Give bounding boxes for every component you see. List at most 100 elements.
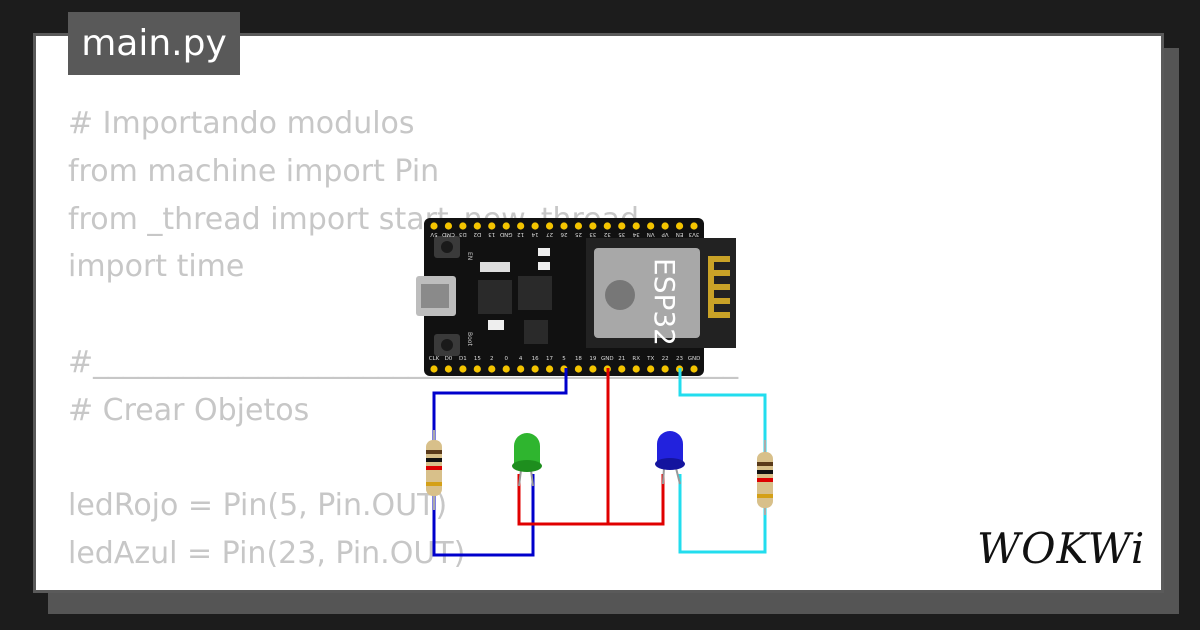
pin-label: RX [632, 356, 640, 362]
pin-label: 13 [488, 231, 495, 237]
en-button-cap [441, 241, 453, 253]
regulator-chip [518, 276, 552, 310]
pin-header-dot[interactable] [430, 222, 438, 230]
pin-label: VN [647, 231, 655, 237]
file-tab[interactable]: main.py [68, 12, 240, 75]
pin-label: 33 [589, 231, 596, 237]
pin-header-dot[interactable] [690, 222, 698, 230]
pin-label: 4 [519, 356, 523, 362]
code-line: from machine import Pin [68, 153, 440, 189]
resistor-band [426, 482, 442, 486]
wire-blue[interactable] [432, 368, 568, 557]
pin-header-dot[interactable] [531, 222, 539, 230]
smd-part [538, 248, 550, 256]
wire-red-blue[interactable] [608, 474, 665, 526]
pin-label: 17 [546, 356, 553, 362]
pin-header-dot[interactable] [661, 222, 669, 230]
pin-header-dot[interactable] [488, 365, 496, 373]
pin-label: 16 [532, 356, 539, 362]
wire-red-green[interactable] [517, 368, 610, 526]
resistor-right[interactable] [757, 440, 773, 515]
pin-header-dot[interactable] [545, 222, 554, 230]
pin-header-dot[interactable] [545, 365, 554, 373]
led-base [512, 460, 542, 472]
pin-label: 5 [562, 356, 566, 362]
pin-header-dot[interactable] [459, 365, 467, 373]
led-lead [675, 467, 681, 485]
pin-header-dot[interactable] [574, 365, 583, 373]
pin-header-dot[interactable] [531, 365, 539, 373]
pin-header-dot[interactable] [473, 365, 481, 373]
pin-label: D0 [445, 356, 453, 362]
pin-header-dot[interactable] [603, 222, 611, 230]
led-lead [662, 467, 665, 485]
pin-label: 23 [676, 356, 683, 362]
pin-label: CMD [442, 231, 455, 237]
pin-header-dot[interactable] [589, 222, 597, 230]
led-green[interactable] [512, 433, 542, 487]
pin-label: 2 [490, 356, 494, 362]
resistor-left[interactable] [426, 430, 442, 510]
boot-label: Boot [466, 332, 473, 346]
pin-header-dot[interactable] [560, 222, 568, 230]
code-line: # Importando modulos [68, 106, 415, 141]
espressif-logo-icon [605, 280, 635, 310]
pin-header-dot[interactable] [502, 365, 510, 373]
pin-label: 27 [546, 231, 553, 237]
pin-header-dot[interactable] [430, 365, 438, 373]
pin-header-dot[interactable] [632, 365, 640, 373]
pin-header-dot[interactable] [459, 222, 467, 230]
wire-cyan[interactable] [678, 368, 767, 554]
led-lead [530, 469, 534, 487]
smd-part [538, 262, 550, 270]
pin-label: 14 [531, 231, 538, 237]
pin-header-dot[interactable] [589, 365, 597, 373]
pin-header-dot[interactable] [632, 222, 640, 230]
pin-header-dot[interactable] [517, 222, 525, 230]
pin-label: D3 [459, 231, 467, 237]
pin-label: 5V [430, 231, 437, 237]
pin-header-dot[interactable] [690, 365, 698, 373]
pin-header-dot[interactable] [502, 222, 510, 230]
pin-header-dot[interactable] [618, 365, 626, 373]
led-body [514, 433, 540, 466]
pin-label: TX [646, 356, 654, 362]
pin-header-dot[interactable] [517, 365, 525, 373]
smd-part [488, 320, 504, 330]
pin-label: 12 [517, 231, 524, 237]
pin-header-dot[interactable] [675, 222, 684, 230]
pin-label: 26 [560, 231, 567, 237]
code-line: import time [68, 249, 245, 285]
module-shield [594, 248, 700, 338]
pin-label: 25 [574, 231, 581, 237]
pin-header-dot[interactable] [444, 222, 453, 230]
pin-header-dot[interactable] [618, 222, 626, 230]
pin-header-dot[interactable] [488, 222, 496, 230]
code-line: ledRojo = Pin(5, Pin.OUT) [68, 488, 448, 524]
pin-header-dot[interactable] [661, 365, 669, 373]
pin-label: 22 [662, 356, 669, 362]
pin-header-dot[interactable] [444, 365, 453, 373]
resistor-band [757, 462, 773, 466]
pin-label: GND [601, 356, 614, 362]
small-chip [524, 320, 548, 344]
code-line: ledAzul = Pin(23, Pin.OUT) [68, 536, 466, 572]
led-blue[interactable] [655, 431, 685, 485]
code-line: # Crear Objetos [68, 392, 310, 428]
pin-label: VP [661, 231, 669, 237]
pin-label: CLK [429, 356, 440, 362]
resistor-array [480, 262, 510, 272]
pin-header-dot[interactable] [473, 222, 481, 230]
pin-header-dot[interactable] [647, 222, 655, 230]
pin-header-dot[interactable] [574, 222, 583, 230]
resistor-band [426, 450, 442, 454]
pin-label: GND [500, 231, 513, 237]
resistor-band [757, 478, 773, 482]
pin-label: D2 [473, 231, 481, 237]
resistor-band [757, 494, 773, 498]
pin-header-dot[interactable] [647, 365, 655, 373]
pin-label: 35 [618, 231, 625, 237]
pin-label: 0 [504, 356, 508, 362]
